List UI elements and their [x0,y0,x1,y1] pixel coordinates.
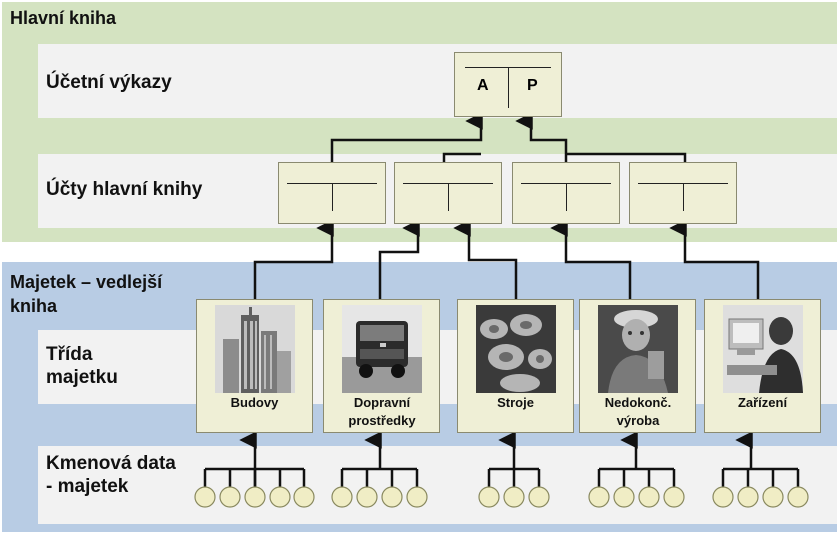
record-circle [638,486,660,508]
record-circle [331,486,353,508]
asset-subledger-title: Majetek – vedlejší kniha [10,272,163,316]
reports-band [38,44,837,118]
gl-account-4 [629,162,737,224]
asset-class-label: Třída majetku [46,344,118,388]
t-account-stem [508,67,509,108]
asset-class-label-machines: Stroje [497,395,534,410]
record-circle [528,486,550,508]
accounts-label: Účty hlavní knihy [46,179,203,200]
asset-class-machines: Stroje [457,299,574,433]
asset-class-equipment: Zařízení [704,299,821,433]
record-circle [503,486,525,508]
record-circle [613,486,635,508]
asset-class-label-equipment: Zařízení [737,395,788,410]
liabilities-side-label: P [527,77,538,94]
truck-photo-icon [342,305,422,393]
assets-side-label: A [477,77,489,94]
record-circle [381,486,403,508]
asset-class-buildings: Budovy [196,299,313,433]
asset-class-vehicles: Dopravní prostředky [323,299,440,433]
record-circle [293,486,315,508]
record-circle [762,486,784,508]
reports-label: Účetní výkazy [46,72,172,93]
record-circle [787,486,809,508]
record-circle [269,486,291,508]
record-circle [356,486,378,508]
record-circle [663,486,685,508]
record-circle [588,486,610,508]
machine-parts-photo-icon [476,305,556,393]
gl-account-1 [278,162,386,224]
record-circle [712,486,734,508]
balance-sheet-box: A P [454,52,562,117]
gl-account-2 [394,162,502,224]
worker-photo-icon [598,305,678,393]
record-circle [478,486,500,508]
gl-account-3 [512,162,620,224]
record-circle [737,486,759,508]
office-equipment-photo-icon [723,305,803,393]
record-circle [244,486,266,508]
master-data-label: Kmenová data - majetek [46,453,176,497]
asset-class-work-in-progress: Nedokonč. výroba [579,299,696,433]
asset-class-label-vehicles: Dopravní prostředky [348,395,416,428]
asset-class-label-work-in-progress: Nedokonč. výroba [604,395,672,428]
master-data-band [38,446,837,524]
asset-class-label-buildings: Budovy [230,395,279,410]
general-ledger-title: Hlavní kniha [10,8,117,28]
record-circle [219,486,241,508]
record-circle [194,486,216,508]
buildings-photo-icon [215,305,295,393]
record-circle [406,486,428,508]
